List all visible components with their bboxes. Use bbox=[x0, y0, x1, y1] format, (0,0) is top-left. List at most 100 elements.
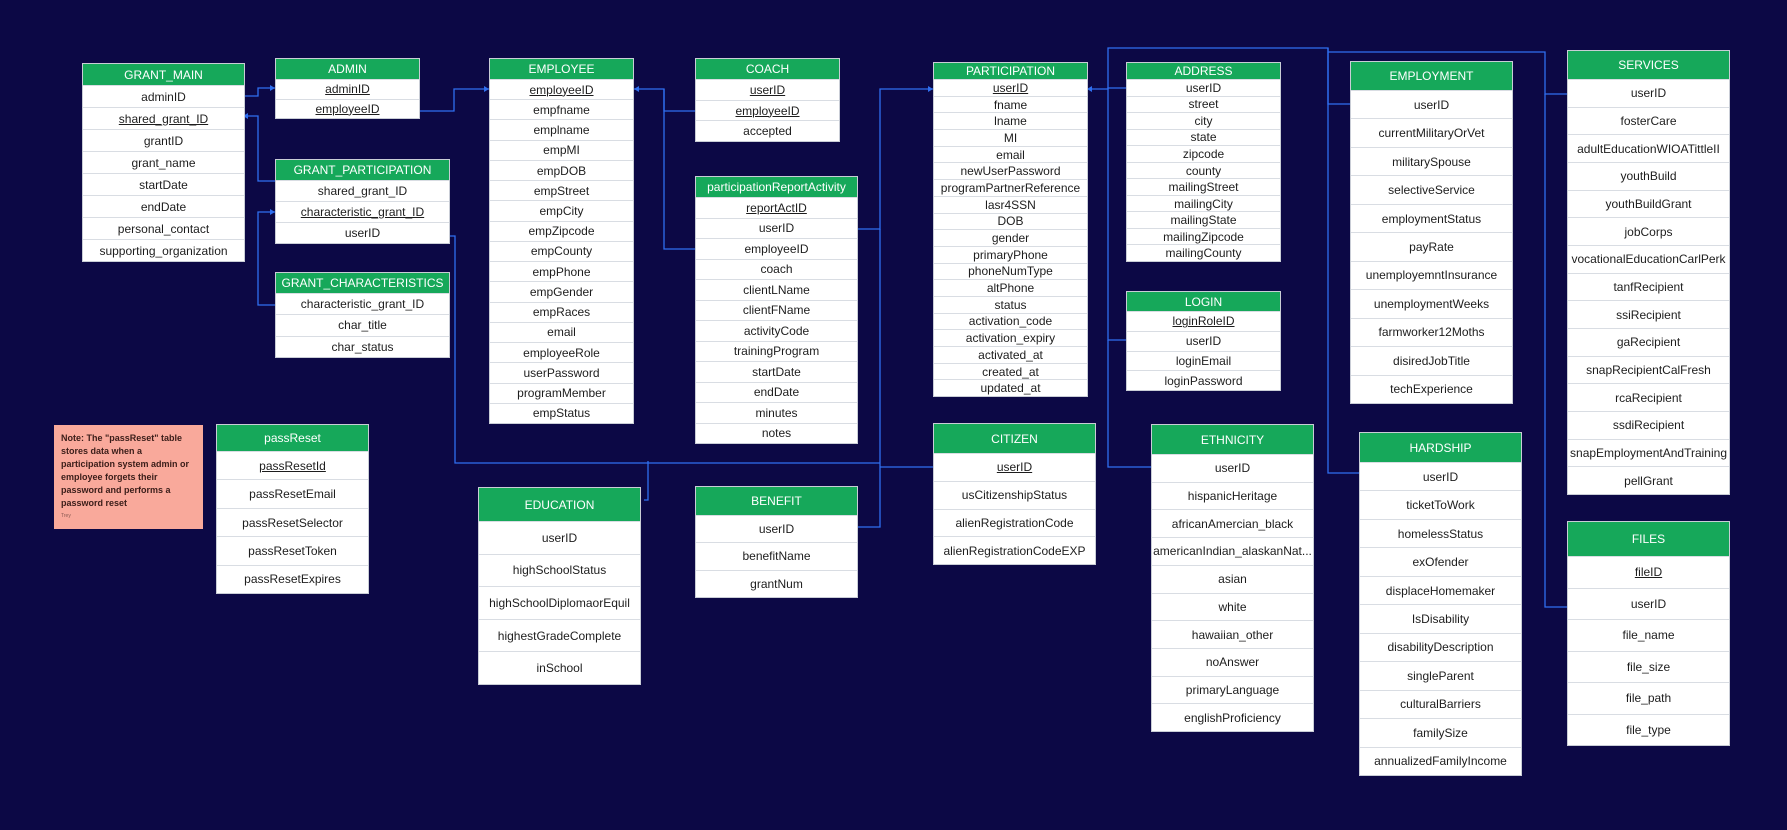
field-ssdi-recipient: ssdiRecipient bbox=[1568, 411, 1729, 439]
field-ticket-to-work: ticketToWork bbox=[1360, 490, 1521, 518]
field-activation-code: activation_code bbox=[934, 312, 1087, 330]
field-snap-employment-and-training: snapEmploymentAndTraining bbox=[1568, 438, 1729, 467]
field-user-id: userID bbox=[1127, 79, 1280, 96]
field-dob: DOB bbox=[934, 212, 1087, 230]
field-supporting-organization: supporting_organization bbox=[83, 239, 244, 261]
field-city: city bbox=[1127, 112, 1280, 129]
field-pass-reset-expires: passResetExpires bbox=[217, 564, 368, 593]
field-mi: MI bbox=[934, 129, 1087, 146]
field-phone-num-type: phoneNumType bbox=[934, 262, 1087, 280]
field-street: street bbox=[1127, 95, 1280, 113]
field-hispanic-heritage: hispanicHeritage bbox=[1152, 481, 1313, 510]
table-header: ADMIN bbox=[276, 59, 419, 79]
field-disability-description: disabilityDescription bbox=[1360, 632, 1521, 661]
field-african-amercian-black: africanAmercian_black bbox=[1152, 509, 1313, 537]
field-cultural-barriers: culturalBarriers bbox=[1360, 689, 1521, 718]
table-header: CITIZEN bbox=[934, 424, 1095, 453]
field-login-role-id: loginRoleID bbox=[1127, 311, 1280, 331]
field-emp-street: empStreet bbox=[490, 180, 633, 200]
field-email: email bbox=[934, 145, 1087, 163]
table-header: HARDSHIP bbox=[1360, 433, 1521, 462]
field-training-program: trainingProgram bbox=[696, 340, 857, 362]
field-mailing-county: mailingCounty bbox=[1127, 244, 1280, 261]
field-youth-build-grant: youthBuildGrant bbox=[1568, 189, 1729, 218]
field-start-date: startDate bbox=[83, 173, 244, 195]
field-mailing-city: mailingCity bbox=[1127, 194, 1280, 212]
field-farmworker12moths: farmworker12Moths bbox=[1351, 317, 1512, 346]
field-emp-gender: empGender bbox=[490, 281, 633, 301]
field-login-password: loginPassword bbox=[1127, 370, 1280, 390]
field-job-corps: jobCorps bbox=[1568, 217, 1729, 245]
field-employee-id: employeeID bbox=[696, 99, 839, 121]
field-single-parent: singleParent bbox=[1360, 661, 1521, 689]
field-snap-recipient-cal-fresh: snapRecipientCalFresh bbox=[1568, 355, 1729, 384]
field-high-school-diplomaor-equil: highSchoolDiplomaorEquil bbox=[479, 586, 640, 619]
field-activation-expiry: activation_expiry bbox=[934, 329, 1087, 346]
table-header: EMPLOYMENT bbox=[1351, 62, 1512, 90]
table-header: PARTICIPATION bbox=[934, 63, 1087, 79]
note-author: Trey bbox=[61, 513, 71, 519]
field-user-id: userID bbox=[1568, 79, 1729, 107]
field-personal-contact: personal_contact bbox=[83, 217, 244, 239]
field-american-indian-alaskan-nat: americanIndian_alaskanNat... bbox=[1152, 537, 1313, 565]
field-employee-role: employeeRole bbox=[490, 342, 633, 362]
table-header: BENEFIT bbox=[696, 487, 857, 515]
table-header: LOGIN bbox=[1127, 292, 1280, 311]
field-ga-recipient: gaRecipient bbox=[1568, 328, 1729, 356]
field-notes: notes bbox=[696, 422, 857, 444]
field-employee-id: employeeID bbox=[696, 238, 857, 259]
field-created-at: created_at bbox=[934, 362, 1087, 380]
field-grant-num: grantNum bbox=[696, 569, 857, 597]
field-start-date: startDate bbox=[696, 361, 857, 382]
field-in-school: inSchool bbox=[479, 651, 640, 684]
table-header: EDUCATION bbox=[479, 488, 640, 521]
field-mailing-state: mailingState bbox=[1127, 211, 1280, 228]
field-rca-recipient: rcaRecipient bbox=[1568, 383, 1729, 411]
field-minutes: minutes bbox=[696, 402, 857, 423]
field-family-size: familySize bbox=[1360, 718, 1521, 746]
field-ex-ofender: exOfender bbox=[1360, 547, 1521, 575]
field-emp-mi: empMI bbox=[490, 139, 633, 160]
table-header: GRANT_PARTICIPATION bbox=[276, 160, 449, 180]
note-text: Note: The "passReset" table stores data … bbox=[61, 433, 190, 508]
field-pell-grant: pellGrant bbox=[1568, 466, 1729, 494]
field-asian: asian bbox=[1152, 564, 1313, 593]
field-user-password: userPassword bbox=[490, 362, 633, 382]
field-selective-service: selectiveService bbox=[1351, 175, 1512, 203]
field-program-member: programMember bbox=[490, 382, 633, 403]
field-alien-registration-code: alienRegistrationCode bbox=[934, 508, 1095, 537]
field-email: email bbox=[490, 321, 633, 342]
field-user-id: userID bbox=[1360, 462, 1521, 490]
field-char-status: char_status bbox=[276, 335, 449, 357]
field-client-fname: clientFName bbox=[696, 299, 857, 321]
field-user-id: userID bbox=[276, 222, 449, 243]
field-file-path: file_path bbox=[1568, 682, 1729, 714]
table-header: EMPLOYEE bbox=[490, 59, 633, 79]
field-pass-reset-selector: passResetSelector bbox=[217, 507, 368, 536]
field-primary-language: primaryLanguage bbox=[1152, 675, 1313, 704]
field-us-citizenship-status: usCitizenshipStatus bbox=[934, 480, 1095, 509]
field-ssi-recipient: ssiRecipient bbox=[1568, 300, 1729, 328]
field-alt-phone: altPhone bbox=[934, 279, 1087, 296]
field-user-id: userID bbox=[696, 217, 857, 239]
field-white: white bbox=[1152, 592, 1313, 621]
field-grant-id: grantID bbox=[83, 129, 244, 151]
field-characteristic-grant-id: characteristic_grant_ID bbox=[276, 201, 449, 222]
field-mailing-street: mailingStreet bbox=[1127, 178, 1280, 195]
field-file-type: file_type bbox=[1568, 713, 1729, 746]
field-zipcode: zipcode bbox=[1127, 145, 1280, 162]
field-user-id: userID bbox=[934, 453, 1095, 481]
field-user-id: userID bbox=[696, 79, 839, 100]
field-no-answer: noAnswer bbox=[1152, 647, 1313, 676]
field-user-id: userID bbox=[934, 79, 1087, 96]
field-user-id: userID bbox=[696, 515, 857, 542]
field-user-id: userID bbox=[479, 521, 640, 554]
field-coach: coach bbox=[696, 258, 857, 280]
field-activated-at: activated_at bbox=[934, 346, 1087, 363]
